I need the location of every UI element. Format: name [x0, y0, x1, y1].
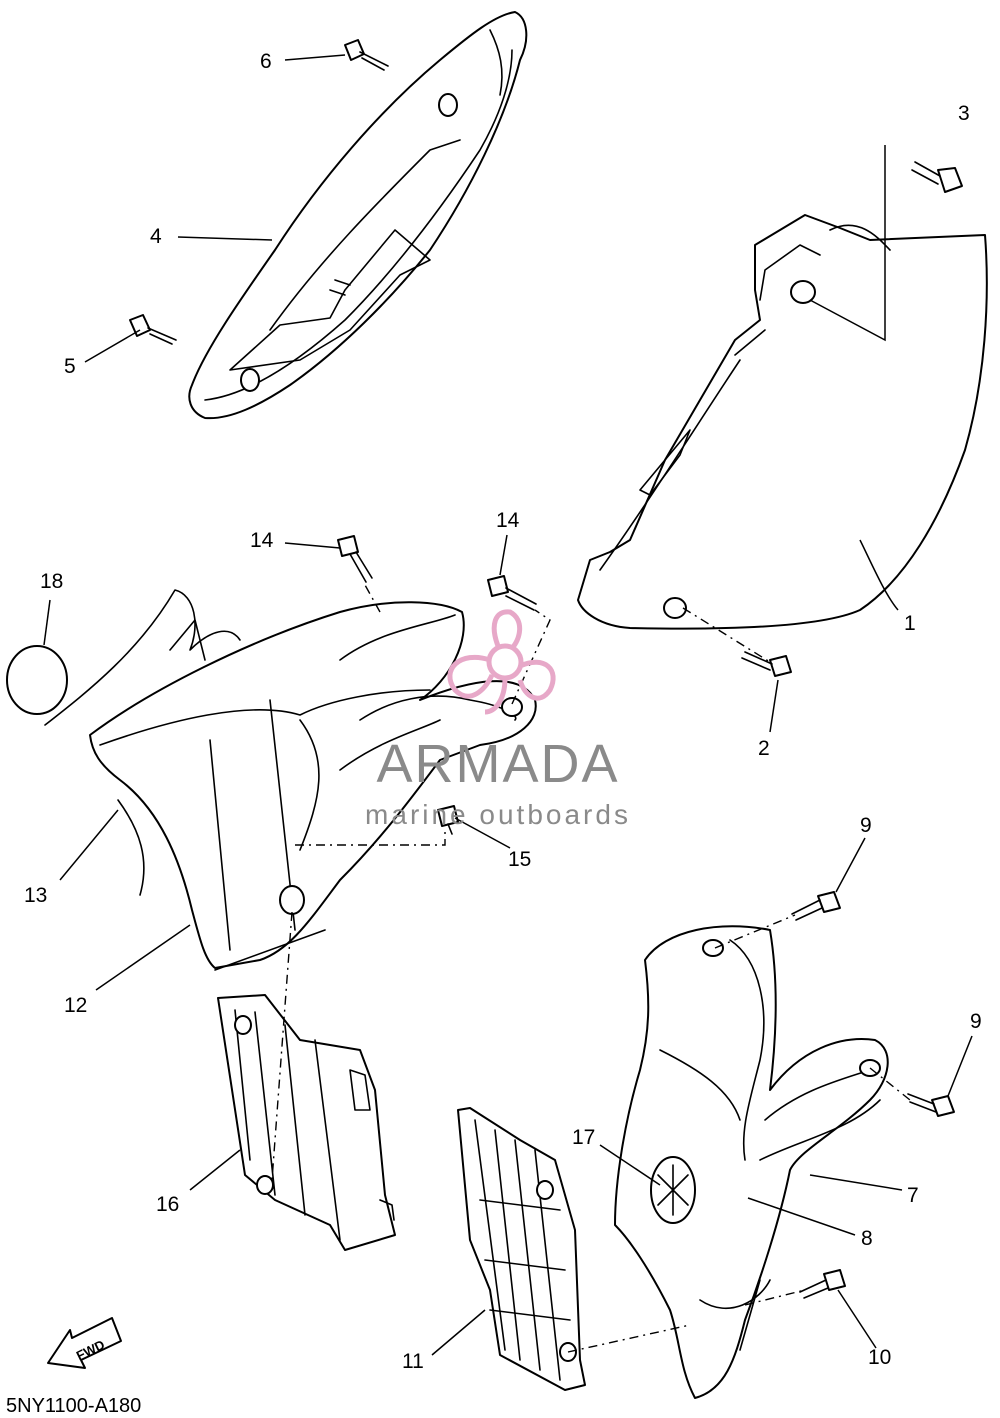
- callout-16: 16: [156, 1193, 179, 1216]
- bolt-3: [911, 161, 963, 193]
- callout-9-lower: 9: [970, 1010, 982, 1033]
- watermark-tagline: marine outboards: [365, 799, 631, 830]
- align-line-12-16: [271, 911, 293, 1181]
- bolt-9-lower: [907, 1093, 955, 1117]
- radiator-scoop: [44, 589, 537, 971]
- fwd-arrow: FWD: [47, 1317, 122, 1369]
- bolt-6: [344, 39, 389, 71]
- diagram-code: 5NY1100-A180: [6, 1395, 141, 1417]
- callout-12: 12: [64, 994, 87, 1017]
- shroud-right: [614, 925, 889, 1399]
- align-line-11: [567, 1324, 691, 1353]
- side-cover-right: [577, 214, 988, 630]
- callout-10: 10: [868, 1346, 891, 1369]
- bolt-15: [437, 805, 459, 835]
- callout-2: 2: [758, 737, 770, 760]
- callout-7: 7: [907, 1184, 919, 1207]
- align-line-15: [295, 830, 446, 846]
- radiator-grille: [457, 1107, 586, 1391]
- callout-6: 6: [260, 50, 272, 73]
- align-line-14b: [511, 609, 551, 705]
- watermark-brand: ARMADA: [376, 734, 619, 794]
- callout-3: 3: [958, 102, 970, 125]
- align-line-9b: [869, 1067, 911, 1101]
- callout-17: 17: [572, 1126, 595, 1149]
- callout-14-left: 14: [250, 529, 274, 552]
- bolt-10: [799, 1269, 846, 1299]
- emblem-disc: [6, 645, 68, 715]
- bolt-14-right: [487, 575, 537, 611]
- bolt-2: [741, 651, 792, 677]
- callout-15: 15: [508, 848, 531, 871]
- callout-14-right: 14: [496, 509, 520, 532]
- align-line-9: [714, 914, 796, 949]
- leader-lines: [43, 54, 973, 1356]
- callout-18: 18: [40, 570, 63, 593]
- radiator-guard-left: [217, 994, 396, 1251]
- callout-9-upper: 9: [860, 814, 872, 837]
- callout-8: 8: [861, 1227, 873, 1250]
- side-cover-upper: [188, 11, 528, 420]
- callout-1: 1: [904, 612, 916, 635]
- align-line-14: [364, 584, 381, 613]
- callout-13: 13: [24, 884, 47, 907]
- bolt-5: [129, 314, 177, 345]
- leader-3-bracket: [809, 145, 886, 342]
- watermark: ARMADA marine outboards: [365, 609, 631, 830]
- align-line-2: [682, 607, 771, 663]
- bolt-14-left: [337, 535, 373, 583]
- watermark-logo: [447, 609, 556, 715]
- callout-11: 11: [402, 1350, 424, 1373]
- callout-4: 4: [150, 225, 162, 248]
- callout-labels: 1 2 3 4 5 6 7 8 9 9 10 11 12 13 14 14 15…: [24, 50, 982, 1373]
- callout-5: 5: [64, 355, 76, 378]
- bolt-9-upper: [791, 891, 841, 921]
